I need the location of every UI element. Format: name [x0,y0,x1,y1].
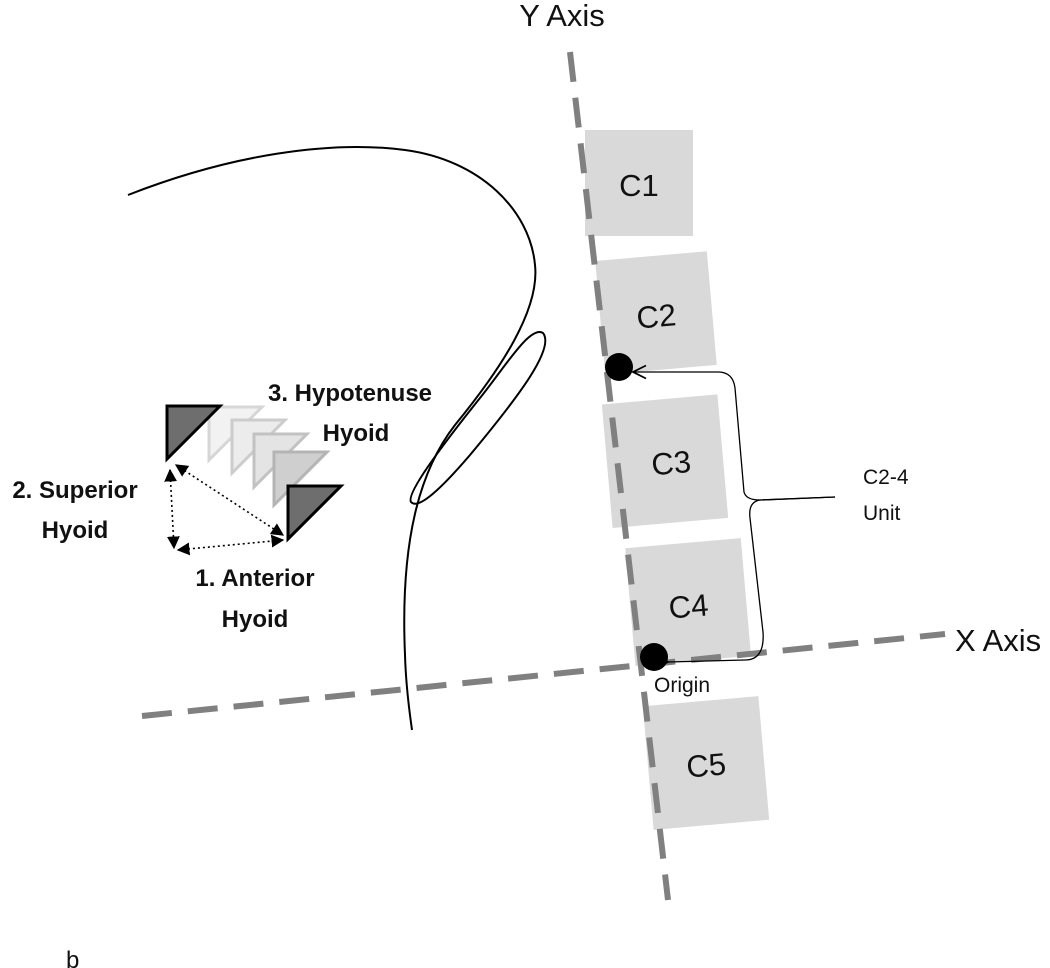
hyoid-diagram [164,404,345,556]
hypotenuse-label-line1: 3. Hypotenuse [268,380,432,407]
vertebra-c1-label: C1 [619,168,659,203]
vertebrae: C1 C2 C3 C4 C5 [585,130,770,830]
x-axis-line [141,631,946,719]
vertebra-c4-label: C4 [667,587,710,625]
vertebra-c5: C5 [642,696,770,830]
vertebra-c3-label: C3 [650,444,693,482]
unit-bracket [633,372,836,501]
hyoid-end [286,484,345,543]
y-axis-line [567,51,671,901]
c2-landmark-point [605,353,633,381]
skull-outline [127,146,537,731]
vertebra-c2-label: C2 [635,297,678,335]
vertebra-c5-label: C5 [685,746,728,784]
unit-label-line2: Unit [863,502,901,525]
hypotenuse-label-line2: Hyoid [323,420,390,447]
vertebra-c1: C1 [585,130,693,236]
superior-label-line2: Hyoid [42,517,109,544]
unit-bracket-lower [668,496,836,662]
x-axis-label: X Axis [955,623,1041,658]
y-axis-label: Y Axis [519,0,605,33]
epiglottis-outline [409,331,547,505]
hyoid-start [165,404,224,463]
superior-arrow [164,468,180,550]
origin-label: Origin [654,674,710,697]
superior-label-line1: 2. Superior [12,477,137,504]
vertebra-c2: C2 [595,251,717,375]
unit-label-line1: C2-4 [863,466,909,489]
anterior-arrow [176,534,285,556]
anterior-label-line1: 1. Anterior [195,565,314,592]
panel-label: b [66,947,79,968]
vertebra-c4: C4 [625,538,752,666]
hypotenuse-arrow [174,464,285,536]
anterior-label-line2: Hyoid [222,606,289,633]
vertebra-c3: C3 [601,394,729,528]
origin-point [640,643,668,671]
